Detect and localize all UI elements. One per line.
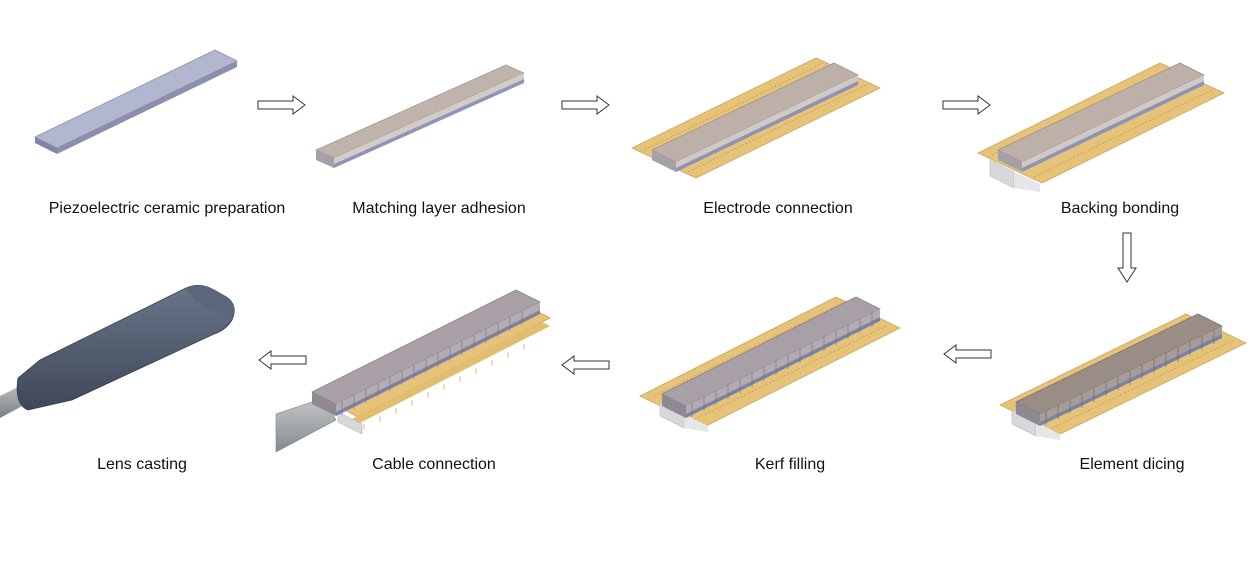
piezo-ceramic-plate <box>34 49 238 154</box>
step-label-kerf-filling: Kerf filling <box>754 456 826 473</box>
lens-casting-probe <box>0 285 235 418</box>
step-label-electrode: Electrode connection <box>703 200 853 217</box>
step-label-lens-casting: Lens casting <box>97 456 187 473</box>
matching-layer-stack <box>315 64 525 168</box>
step-label-matching-layer: Matching layer adhesion <box>352 200 526 217</box>
step-label-element-dicing: Element dicing <box>1079 456 1185 473</box>
arrow-right-2 <box>561 95 610 115</box>
step-label-cable-connection: Cable connection <box>372 456 496 473</box>
cable-connection-assembly <box>275 289 551 453</box>
step-label-piezoelectric: Piezoelectric ceramic preparation <box>48 200 286 217</box>
kerf-filling-assembly <box>639 296 901 432</box>
arrow-left-2 <box>561 355 610 375</box>
arrow-right-1 <box>257 95 306 115</box>
arrow-down <box>1117 232 1137 283</box>
arrow-left-1 <box>943 344 992 364</box>
element-dicing-assembly <box>999 313 1247 440</box>
arrow-right-3 <box>942 95 991 115</box>
arrow-left-3 <box>258 350 307 370</box>
electrode-connection-assembly <box>631 57 881 179</box>
backing-bonding-assembly <box>977 62 1225 192</box>
step-label-backing: Backing bonding <box>1060 200 1180 217</box>
